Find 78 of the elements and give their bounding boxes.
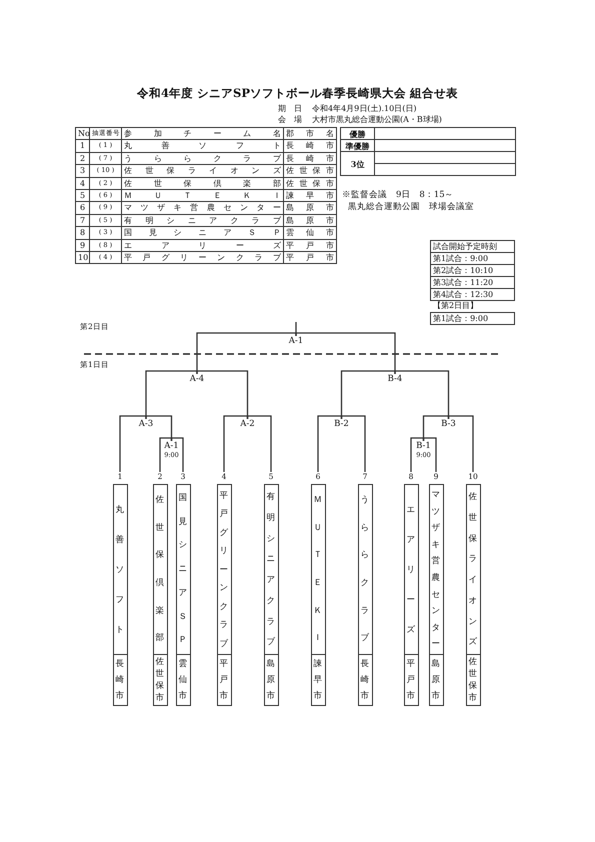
match-code: B-1 [415, 441, 432, 451]
field-label: 会 場 [278, 115, 302, 125]
venue-text: 大村市黒丸総合運動公園(A・B球場) [312, 115, 442, 125]
table-cell: 島原市 [283, 201, 337, 215]
header-cell: 郡市名 [283, 127, 337, 140]
match-code: A-2 [239, 419, 256, 429]
team-name: 有明シニアクラブ [266, 491, 276, 650]
bracket-line [422, 415, 450, 441]
bracket-line [410, 437, 424, 472]
note-text: 黒丸総合運動公園 球場会議室 [348, 201, 474, 213]
bracket-line [119, 415, 147, 472]
table-cell: 平戸市 [283, 238, 337, 252]
bracket-line [170, 437, 184, 472]
city-name: 長崎市 [360, 658, 370, 702]
team-name: マツザキ営農センター [430, 489, 442, 652]
bracket-line [196, 332, 297, 374]
city-name: 佐世保市 [154, 656, 166, 704]
table-cell: 島原市 [283, 214, 337, 228]
team-name: 国見シニアＳＰ [178, 492, 188, 648]
header-cell: 参加チーム名 [121, 127, 284, 140]
match-code: A-4 [188, 374, 206, 384]
table-cell: 平戸市 [283, 251, 337, 264]
bracket-line [295, 332, 396, 374]
header-cell: 優勝 [340, 127, 375, 140]
header-cell: No [75, 127, 90, 140]
table-cell: 10 [75, 251, 90, 264]
bracket-line [340, 415, 366, 472]
city-name: 島原市 [266, 658, 276, 702]
note-text: ※監督会議 9日 8：15～ [342, 189, 454, 201]
city-name: 平戸市 [218, 658, 230, 702]
table-cell: 第4試合：12:30 [430, 288, 515, 301]
field-label: 期 日 [278, 104, 302, 114]
table-cell: 第2試合：10:10 [430, 264, 515, 277]
bracket-line [159, 437, 172, 472]
match-code: A-3 [138, 419, 154, 429]
city-name: 佐世保市 [468, 656, 478, 704]
city-name: 長崎市 [114, 658, 126, 702]
bracket-line [196, 370, 248, 419]
match-code: B-2 [333, 419, 350, 429]
match-code: A-1 [163, 441, 180, 451]
bracket-line [317, 415, 342, 472]
table-cell: 佐世保市 [283, 164, 337, 178]
bracket-line [422, 437, 437, 472]
team-name: 佐世保ライオンズ [468, 491, 478, 650]
date-text: 令和4年4月9日(土).10日(日) [312, 104, 416, 114]
city-name: 平戸市 [406, 658, 416, 702]
city-name: 雲仙市 [178, 658, 188, 702]
team-name: ＭＵＴＥＫＩ [312, 494, 324, 646]
bracket-line [394, 370, 450, 419]
team-name: 平戸グリーンクラブ [218, 490, 230, 650]
table-cell: 第1試合：9:00 [430, 312, 515, 325]
team-name: 佐世保倶楽部 [154, 494, 166, 646]
table-cell: 長崎市 [283, 152, 337, 166]
team-name: うららクラブ [360, 494, 370, 646]
bracket-line [295, 322, 297, 336]
bracket-line [223, 415, 248, 472]
table-cell: 長崎市 [283, 139, 337, 153]
match-code: A-1 [288, 336, 304, 346]
table-cell: 第3試合：11:20 [430, 276, 515, 289]
table-cell: 諫早市 [283, 189, 337, 202]
bracket-line [145, 415, 172, 441]
city-name: 島原市 [430, 658, 442, 702]
table-cell: 第1試合：9:00 [430, 252, 515, 265]
bracket-line [145, 370, 198, 419]
title: 令和4年度 シニアSPソフトボール春季長崎県大会 組合せ表 [136, 86, 459, 101]
city-name: 諫早市 [312, 658, 324, 702]
table-cell: 佐世保市 [283, 176, 337, 190]
team-name: エアリーズ [406, 504, 416, 637]
note-text: 【第2日目】 [433, 300, 478, 312]
header-cell: 試合開始予定時刻 [430, 240, 515, 253]
bracket-line [448, 415, 474, 472]
bracket-line [340, 370, 396, 419]
header-cell: 3位 [340, 151, 375, 176]
match-code: B-4 [386, 374, 404, 384]
table-cell: 平戸グリーンクラブ [121, 251, 284, 264]
bracket-line [246, 415, 272, 472]
match-code: B-3 [440, 419, 457, 429]
team-name: 丸善ソフト [114, 504, 126, 637]
